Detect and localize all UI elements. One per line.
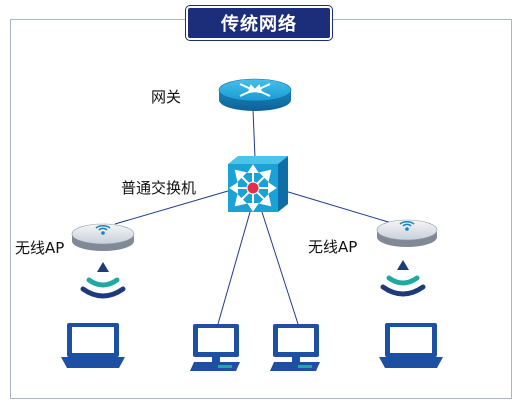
wifi-signal-left-icon [80, 262, 126, 299]
link-gateway-switch [252, 109, 256, 159]
ap-right-label: 无线AP [308, 238, 358, 256]
laptop-left-icon [61, 323, 125, 368]
link-switch-desktop-1 [217, 211, 251, 325]
laptop-right-icon [379, 323, 443, 368]
router-icon [218, 78, 292, 111]
desktop-1-icon [190, 324, 240, 371]
link-switch-desktop-2 [261, 211, 299, 325]
switch-icon [228, 156, 288, 212]
diagram-title: 传统网络 [186, 6, 332, 40]
link-switch-ap-left [114, 190, 229, 225]
ap-left-label: 无线AP [15, 239, 65, 257]
wireless-ap-right-icon [376, 219, 438, 247]
links [114, 109, 396, 325]
link-switch-ap-right [284, 190, 396, 225]
wifi-signal-right-icon [380, 260, 426, 297]
gateway-label: 网关 [151, 88, 182, 106]
desktop-2-icon [270, 324, 320, 371]
switch-label: 普通交换机 [121, 179, 197, 197]
wireless-ap-left-icon [71, 223, 135, 251]
